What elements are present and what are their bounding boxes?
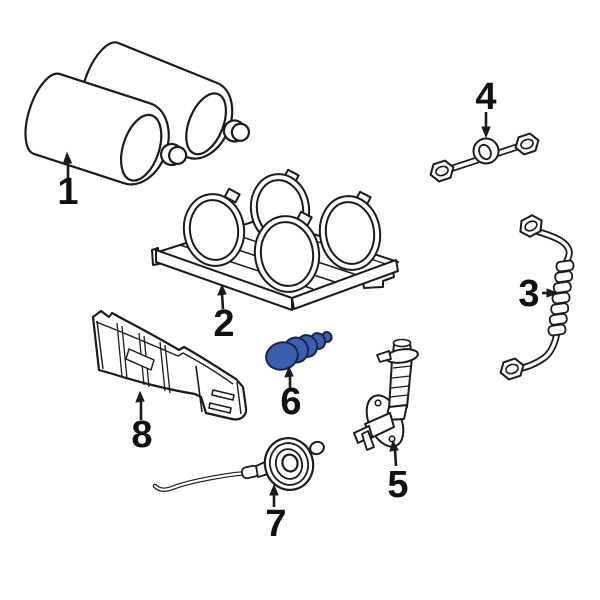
part-7-cable-reel-assembly[interactable] <box>152 433 326 496</box>
hose-ribbed-section <box>547 259 575 337</box>
strap-ring-front-left <box>253 210 321 293</box>
part-8-tank-shield[interactable] <box>91 309 248 421</box>
part-6-highlighted-stepped-plug[interactable] <box>263 331 333 373</box>
callout-6-label[interactable]: 6 <box>280 381 301 423</box>
callout-8-arrow <box>135 390 145 420</box>
front-right-rail <box>291 259 399 310</box>
callout-8-label[interactable]: 8 <box>131 414 152 456</box>
callout-4-label[interactable]: 4 <box>475 76 496 118</box>
part-4-fuel-line-with-loop[interactable] <box>426 130 543 185</box>
strap-ring-front-right <box>318 190 382 271</box>
valve-handle <box>361 430 375 451</box>
shield-slot <box>208 402 232 414</box>
callout-1-label[interactable]: 1 <box>57 171 78 213</box>
hex-nut <box>426 157 458 185</box>
strap-ring-back-left <box>182 187 246 267</box>
callout-4-arrow <box>481 112 491 139</box>
callout-1-arrow <box>62 151 73 184</box>
part-3-fuel-hose[interactable] <box>496 211 575 383</box>
part-2-tank-mounting-cradle[interactable] <box>151 168 399 311</box>
callout-arrows <box>62 112 559 507</box>
front-left-rail <box>155 249 293 311</box>
part-1-fuel-tank-cylinders[interactable] <box>17 37 262 199</box>
part-5-valve-bracket-assembly[interactable] <box>353 338 419 453</box>
cap-lip <box>376 350 392 363</box>
callout-5-arrow <box>389 439 399 467</box>
callout-labels: 1 2 3 4 5 6 7 8 <box>57 76 539 545</box>
front-cylinder <box>24 72 188 186</box>
callout-3-label[interactable]: 3 <box>518 273 539 315</box>
shield-slot <box>211 389 235 401</box>
bolt-hole <box>374 399 382 407</box>
callout-7-label[interactable]: 7 <box>265 503 286 545</box>
hex-nut <box>511 130 543 158</box>
callout-7-arrow <box>269 483 279 507</box>
hex-nut <box>496 355 528 383</box>
callout-2-arrow <box>217 283 227 310</box>
callout-2-label[interactable]: 2 <box>213 303 234 345</box>
callout-6-arrow <box>284 365 294 390</box>
callout-5-label[interactable]: 5 <box>387 464 408 506</box>
bolt-hole <box>388 435 396 443</box>
reel-disc <box>263 437 325 491</box>
callout-3-arrow <box>542 288 559 298</box>
